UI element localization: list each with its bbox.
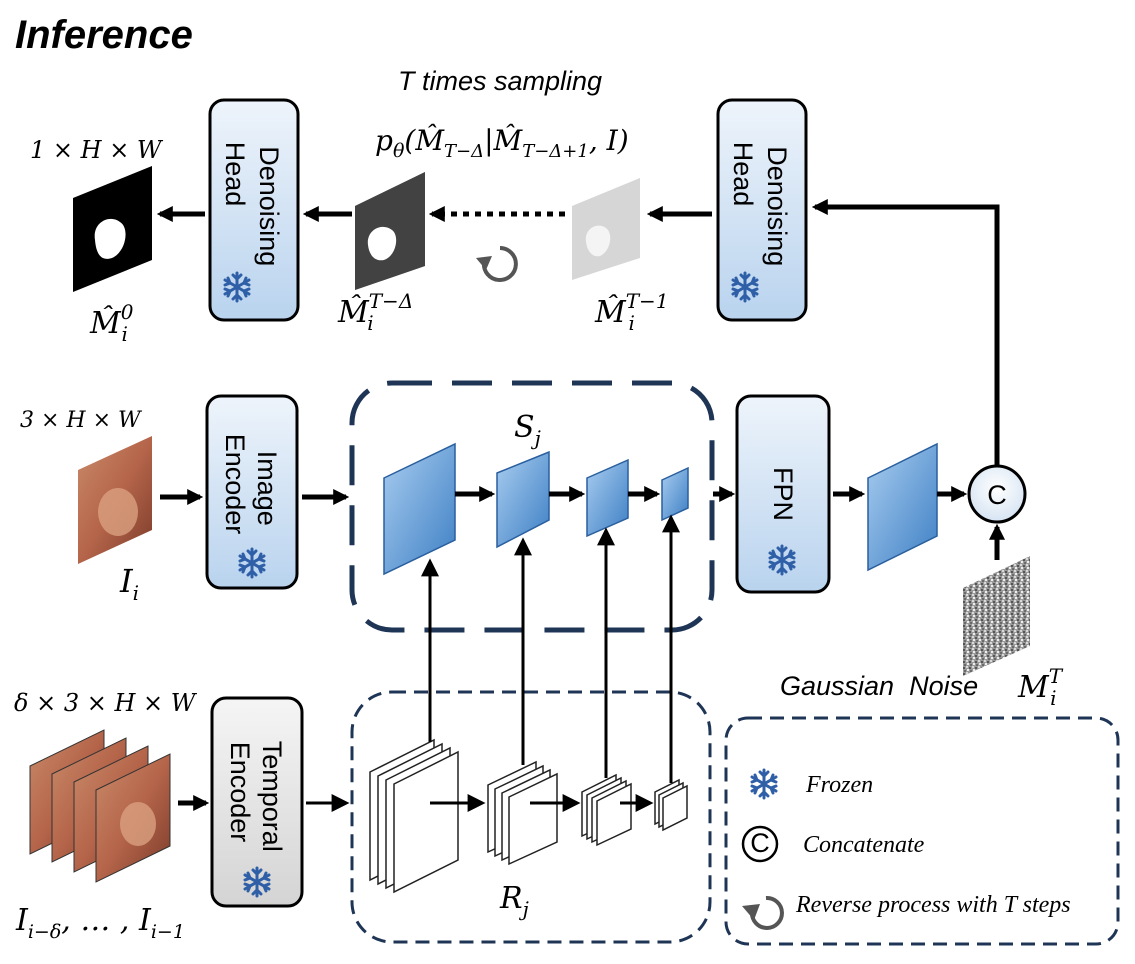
temporal-encoder-line1: Temporal — [257, 741, 287, 852]
denoising-head-right-line2: Head — [728, 142, 758, 207]
fpn-module: FPN — [735, 394, 831, 594]
image-encoder-line1: Image — [252, 451, 282, 526]
legend-reverse-label: Reverse process with T steps — [795, 892, 1071, 918]
legend-box — [724, 716, 1120, 946]
r-features-label: Rj — [499, 881, 529, 921]
diagram-title: Inference — [15, 13, 193, 57]
snowflake-icon — [750, 768, 778, 800]
image-encoder-line2: Encoder — [220, 434, 250, 535]
final-mask — [73, 166, 152, 292]
svg-text:Denoising Head: Denoising Head — [728, 142, 792, 274]
svg-text:Denoising Head: Denoising Head — [220, 142, 284, 274]
denoising-head-right: Denoising Head — [716, 98, 808, 322]
temporal-encoder: Temporal Encoder — [210, 696, 304, 908]
gaussian-noise-image — [963, 556, 1030, 676]
concat-node: C — [967, 464, 1027, 524]
arrow-concat-to-head — [811, 198, 1000, 470]
fpn-output-feature — [867, 442, 938, 572]
svg-text:Image Encoder: Image Encoder — [220, 434, 282, 535]
denoising-head-left-line1: Denoising — [254, 146, 284, 266]
denoising-head-right-line1: Denoising — [762, 146, 792, 266]
image-input-label: Ii — [119, 562, 139, 605]
image-encoder: Image Encoder — [205, 394, 299, 590]
legend-concat-label: Concatenate — [803, 832, 925, 858]
temporal-frames — [29, 729, 171, 883]
s-feature-3 — [586, 458, 629, 538]
s-feature-2 — [496, 450, 550, 549]
s-feature-4 — [661, 466, 689, 522]
r-feature-1 — [369, 738, 459, 894]
svg-text:Temporal Encoder: Temporal Encoder — [225, 741, 287, 860]
reverse-arrow-icon — [742, 895, 784, 930]
s-features-region — [349, 380, 715, 633]
r-features-region — [350, 690, 712, 944]
gaussian-noise-label: Gaussian Noise — [780, 671, 978, 701]
fpn-label: FPN — [768, 467, 798, 521]
legend-frozen-label: Frozen — [805, 772, 873, 798]
denoising-head-left-line2: Head — [220, 142, 250, 207]
denoising-head-left: Denoising Head — [208, 98, 300, 322]
sampling-formula: pθ(M̂T−Δ|M̂T−Δ+1, I) — [375, 124, 629, 162]
s-features-label: Sj — [514, 410, 541, 450]
output-dims: 1 × H × W — [30, 136, 164, 164]
input-image — [78, 436, 152, 564]
r-feature-2 — [487, 760, 558, 866]
temporal-dims: δ × 3 × H × W — [14, 689, 198, 717]
mask-t-delta — [355, 172, 425, 290]
sampling-label: T times sampling — [398, 66, 602, 96]
r-feature-4 — [654, 778, 688, 832]
reverse-loop-icon — [476, 246, 518, 282]
svg-text:C: C — [750, 828, 770, 858]
concat-symbol: C — [987, 480, 1007, 510]
r-feature-3 — [581, 773, 632, 847]
temporal-input-label: Ii−δ, … , Ii−1 — [15, 903, 185, 943]
concat-icon: C — [741, 825, 779, 863]
mask-t-1 — [572, 178, 640, 280]
image-dims: 3 × H × W — [20, 408, 143, 433]
temporal-encoder-line2: Encoder — [225, 742, 255, 843]
s-feature-1 — [383, 442, 456, 576]
